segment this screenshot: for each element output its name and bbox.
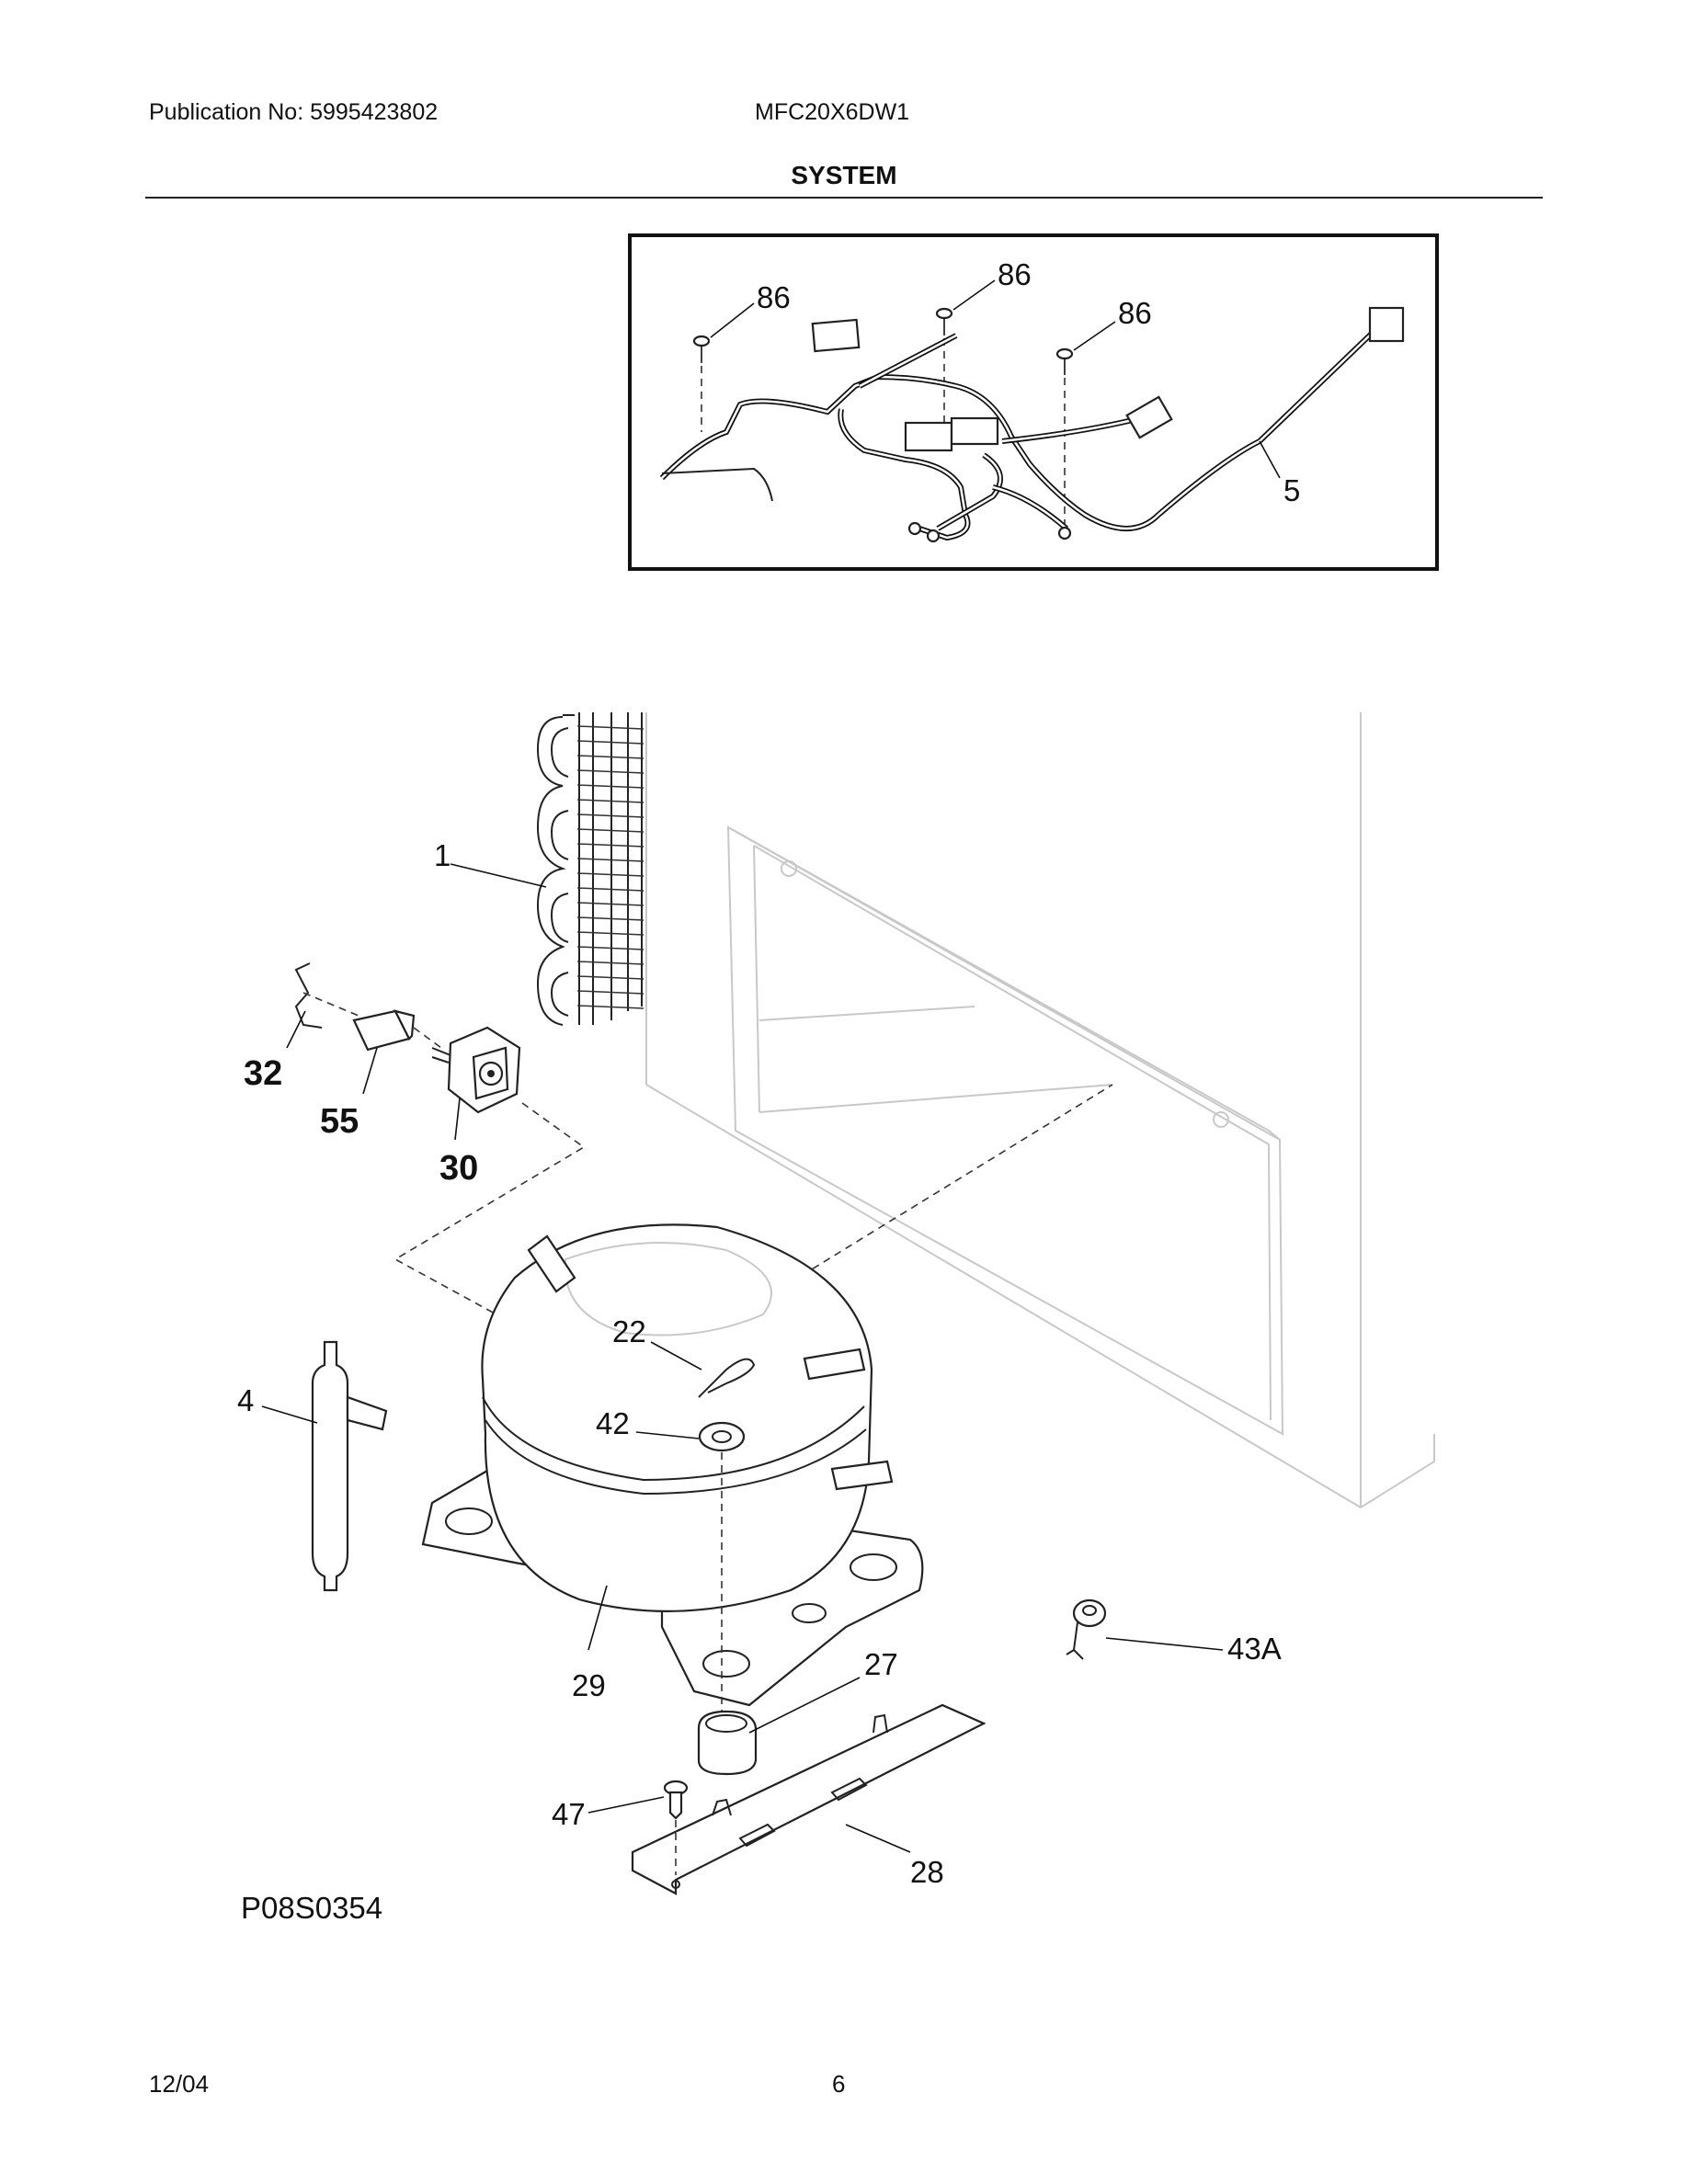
footer-date: 12/04 [149, 2070, 210, 2098]
condenser-rung [576, 813, 644, 818]
callout-4: 4 [237, 1383, 254, 1417]
mount-grommet: 27 [697, 1647, 898, 1776]
condenser-rung [576, 872, 644, 877]
screw-icon [935, 307, 953, 441]
callout-28: 28 [910, 1855, 944, 1889]
cabinet-outline [645, 712, 1435, 1508]
compressor: 22 42 29 [421, 1223, 924, 1746]
condenser-rung [576, 887, 644, 892]
condenser-rung [576, 784, 644, 789]
condenser-rung [576, 755, 644, 759]
page-title: SYSTEM [791, 161, 897, 189]
callout-86-b: 86 [998, 257, 1032, 291]
callout-47: 47 [552, 1797, 586, 1831]
relay-30: 30 [431, 1026, 521, 1188]
condenser-rung [576, 931, 644, 936]
screw-icon [1055, 347, 1074, 538]
condenser-rung [576, 975, 644, 980]
wire-harness [659, 306, 1405, 543]
clip-32: 32 [244, 962, 323, 1093]
page-number: 6 [832, 2070, 846, 2098]
callout-5: 5 [1283, 473, 1300, 507]
drawing-code: P08S0354 [241, 1891, 382, 1925]
screw-icon [692, 335, 711, 432]
inset-frame [628, 233, 1439, 571]
tie-43a: 43A [1066, 1598, 1282, 1666]
condenser-rung [576, 902, 644, 906]
overload-55: 55 [320, 1009, 416, 1141]
condenser-rung [576, 740, 644, 745]
condenser-rung [576, 828, 644, 833]
callout-22: 22 [612, 1314, 646, 1348]
callout-27: 27 [864, 1647, 898, 1681]
condenser: 1 [434, 712, 644, 1026]
condenser-rung [576, 843, 644, 847]
bracket: 28 [631, 1703, 987, 1895]
header-rule [145, 197, 1543, 199]
condenser-rung [576, 799, 644, 803]
callout-29: 29 [572, 1668, 606, 1702]
callout-42: 42 [596, 1406, 630, 1440]
dryer: 4 [237, 1340, 388, 1592]
callout-55: 55 [320, 1102, 359, 1141]
screw-47: 47 [552, 1780, 689, 1875]
condenser-rung [576, 961, 644, 965]
callout-86-c: 86 [1118, 296, 1152, 330]
condenser-rung [576, 916, 644, 921]
model-number: MFC20X6DW1 [755, 99, 910, 125]
condenser-rung [576, 1005, 644, 1009]
publication-number: Publication No: 5995423802 [149, 99, 439, 125]
condenser-rung [576, 769, 644, 774]
callout-30: 30 [439, 1149, 478, 1188]
callout-43a: 43A [1227, 1632, 1282, 1666]
callout-86-a: 86 [757, 280, 791, 314]
condenser-rung [576, 946, 644, 950]
condenser-rung [576, 858, 644, 862]
condenser-rung [576, 725, 644, 730]
condenser-rung [576, 990, 644, 995]
harness-inset: 86 86 86 5 [628, 233, 1439, 571]
callout-1: 1 [434, 838, 451, 872]
callout-32: 32 [244, 1054, 282, 1093]
